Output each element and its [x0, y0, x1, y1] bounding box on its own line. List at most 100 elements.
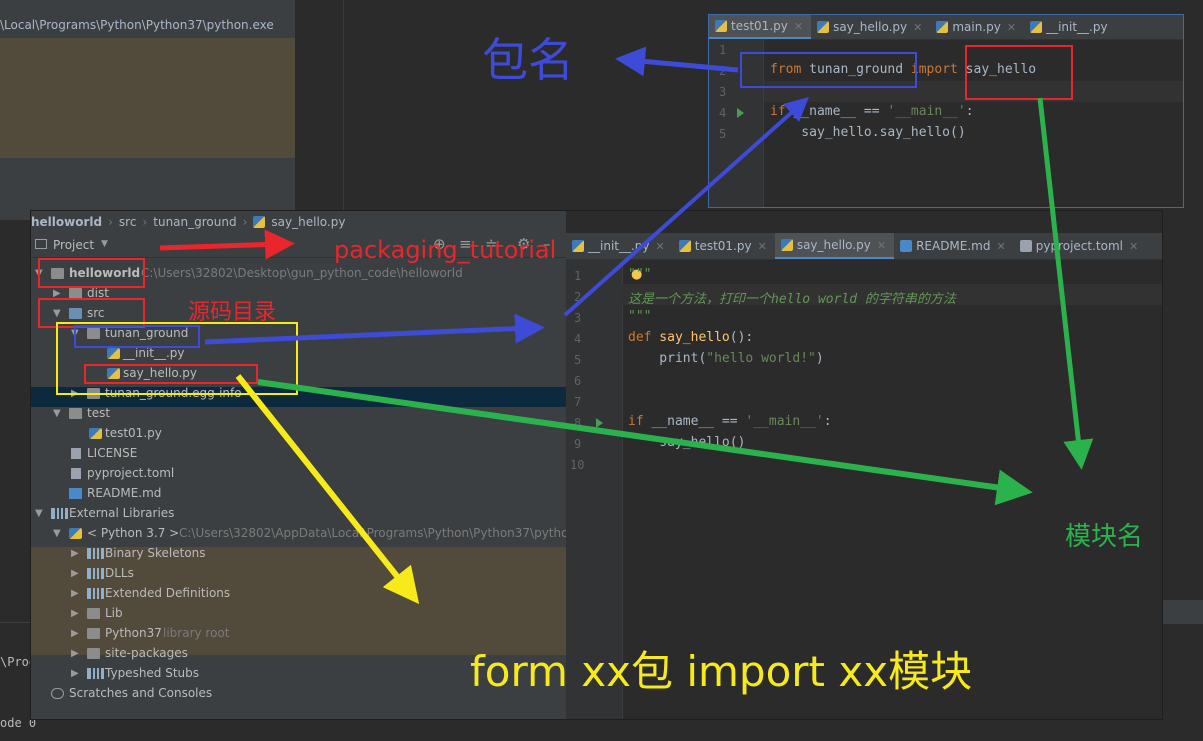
chevron-down-icon[interactable]: ▼: [53, 308, 61, 319]
close-icon[interactable]: ✕: [1128, 239, 1139, 253]
close-icon[interactable]: ✕: [655, 239, 665, 253]
tab-say-hello[interactable]: say_hello.py ✕: [774, 233, 895, 259]
python-file-icon: [107, 368, 120, 379]
tree-item-external-libraries[interactable]: ▼ External Libraries: [35, 506, 175, 520]
tree-item-init[interactable]: __init__.py: [31, 344, 566, 364]
close-icon[interactable]: ✕: [1006, 20, 1017, 34]
background-strip: [1163, 600, 1203, 624]
close-icon[interactable]: ✕: [876, 238, 887, 252]
breadcrumb-item[interactable]: tunan_ground: [153, 215, 237, 229]
tree-item-extended-definitions[interactable]: ▶ Extended Definitions: [71, 586, 231, 600]
line-number: 10: [570, 458, 585, 472]
breadcrumb-item[interactable]: helloworld: [31, 215, 103, 229]
toml-file-icon: [1019, 240, 1032, 252]
tree-item-test[interactable]: ▼ test: [53, 406, 111, 420]
src-box: [38, 298, 145, 328]
code-line-1: """: [628, 267, 652, 282]
tree-item-say-hello[interactable]: say_hello.py: [31, 364, 566, 384]
tab-label: README.md: [916, 239, 991, 253]
python-file-icon: [89, 428, 102, 439]
module-highlight-box: [965, 45, 1073, 100]
arrow-module-down: [1037, 97, 1094, 470]
tree-item-scratches[interactable]: Scratches and Consoles: [31, 684, 566, 704]
chevron-right-icon[interactable]: ▶: [53, 288, 61, 299]
tree-item-python37-lib[interactable]: ▶ Python37 library root: [71, 626, 230, 640]
code-line-8: if __name__ == '__main__':: [628, 414, 832, 429]
tree-item-python37-sdk[interactable]: ▼ < Python 3.7 > C:\Users\32802\AppData\…: [53, 526, 577, 540]
chevron-right-icon[interactable]: ▶: [71, 608, 79, 619]
chevron-right-icon[interactable]: ▶: [71, 648, 79, 659]
locate-icon[interactable]: ⊕: [433, 235, 446, 253]
project-view-selector[interactable]: Project: [53, 238, 95, 252]
chevron-right-icon[interactable]: ▶: [71, 628, 79, 639]
tree-item-src[interactable]: ▼ src: [53, 306, 105, 320]
expand-all-icon[interactable]: ≑: [485, 235, 498, 253]
tree-item-pyproject[interactable]: pyproject.toml: [31, 464, 566, 484]
chevron-down-icon[interactable]: ▼: [35, 508, 43, 519]
close-icon[interactable]: ✕: [996, 239, 1006, 253]
scratches-icon: [51, 688, 64, 699]
packaging-tutorial-label: packaging_tutorial: [334, 236, 557, 264]
tree-item-test01[interactable]: test01.py: [31, 424, 566, 444]
gear-icon[interactable]: ⚙: [517, 235, 531, 253]
tree-item-lib[interactable]: ▶ Lib: [71, 606, 123, 620]
toml-file-icon: [71, 468, 81, 479]
tab-say-hello[interactable]: say_hello.py✕: [811, 15, 930, 39]
line-gutter: 1 2 3 4 5 6 7 8 9 10: [566, 259, 623, 719]
line-number: 1: [719, 43, 727, 57]
chevron-right-icon[interactable]: ▶: [71, 568, 79, 579]
chevron-right-icon[interactable]: ▶: [71, 588, 79, 599]
folder-icon: [87, 648, 100, 659]
tab-label: say_hello.py: [796, 238, 871, 252]
package-highlight-box: [740, 52, 917, 88]
line-number: 5: [574, 353, 582, 367]
tree-item-readme[interactable]: README.md: [31, 484, 566, 504]
tree-item-helloworld[interactable]: ▼ helloworld C:\Users\32802\Desktop\gun_…: [35, 266, 463, 280]
folder-icon: [69, 408, 82, 419]
breadcrumb-item[interactable]: src: [118, 215, 137, 229]
tree-item-site-packages[interactable]: ▶ site-packages: [71, 646, 188, 660]
tab-readme[interactable]: README.md ✕: [894, 233, 1014, 259]
project-view-icon: [35, 239, 47, 249]
lightbulb-icon[interactable]: ●: [631, 267, 643, 282]
library-icon: [87, 588, 104, 599]
chevron-down-icon[interactable]: ▼: [53, 528, 61, 539]
python-file-icon: [715, 20, 727, 32]
close-icon[interactable]: ✕: [757, 239, 767, 253]
arrow-to-packaging-tutorial: [159, 229, 295, 260]
arrow-to-caption: [235, 374, 420, 605]
chevron-right-icon[interactable]: ▶: [71, 668, 79, 679]
tab-init[interactable]: __init__.py: [1024, 15, 1116, 39]
collapse-all-icon[interactable]: ≡: [459, 235, 472, 253]
arrow-module-right: [257, 379, 1033, 506]
python-file-icon: [253, 216, 266, 228]
run-icon[interactable]: [596, 418, 603, 428]
chevron-down-icon[interactable]: ▼: [53, 408, 61, 419]
tree-item-license[interactable]: LICENSE: [31, 444, 566, 464]
terminal-exit-text: ode 0: [0, 716, 37, 730]
python-file-icon: [572, 240, 584, 252]
tab-test01[interactable]: test01.py ✕: [709, 15, 812, 39]
library-icon: [87, 548, 104, 559]
tree-item-binary-skeletons[interactable]: ▶ Binary Skeletons: [71, 546, 206, 560]
tab-main[interactable]: main.py ✕: [930, 15, 1024, 39]
tab-test01[interactable]: test01.py✕: [673, 233, 775, 259]
tree-item-dlls[interactable]: ▶ DLLs: [71, 566, 134, 580]
tab-label: main.py: [952, 20, 1001, 34]
tab-label: test01.py: [731, 19, 788, 33]
chevron-down-icon[interactable]: ▼: [101, 239, 108, 249]
package-folder-box: [56, 322, 298, 395]
breadcrumb-item[interactable]: say_hello.py: [271, 215, 346, 229]
run-icon[interactable]: [737, 108, 744, 118]
tree-item-typeshed-stubs[interactable]: ▶ Typeshed Stubs: [71, 666, 200, 680]
minimize-icon[interactable]: –: [543, 235, 551, 253]
close-icon[interactable]: ✕: [793, 19, 804, 33]
tab-init[interactable]: __init__.py✕: [566, 233, 673, 259]
line-number: 9: [574, 437, 582, 451]
background-path-text: \Local\Programs\Python\Python37\python.e…: [0, 18, 274, 32]
python-file-icon: [678, 240, 691, 252]
close-icon[interactable]: ✕: [913, 20, 923, 34]
code-line-2: 这是一个方法，打印一个hello world 的字符串的方法: [628, 292, 956, 307]
tree-item-dist[interactable]: ▶ dist: [53, 286, 109, 300]
chevron-right-icon[interactable]: ▶: [71, 548, 79, 559]
